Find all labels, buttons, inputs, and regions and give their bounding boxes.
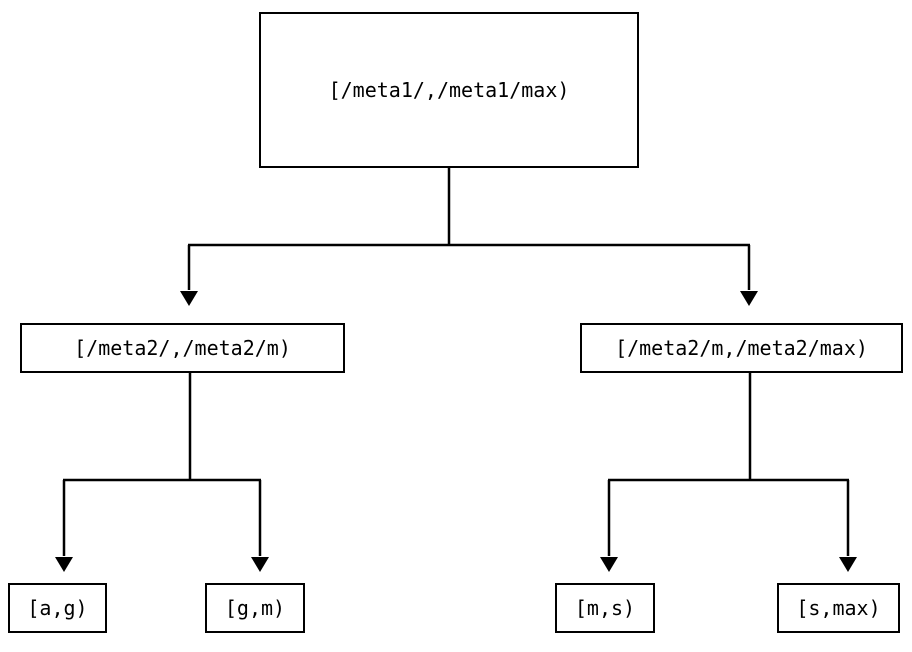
- tree-node-label: [/meta1/,/meta1/max): [328, 78, 570, 102]
- tree-node-label: [/meta2/m,/meta2/max): [615, 336, 868, 360]
- arrowhead-icon: [55, 557, 73, 572]
- tree-leaf-a-g[interactable]: [a,g): [8, 583, 107, 633]
- tree-node-level2-left[interactable]: [/meta2/,/meta2/m): [20, 323, 345, 373]
- tree-node-label: [/meta2/,/meta2/m): [74, 336, 291, 360]
- arrowhead-icon: [839, 557, 857, 572]
- tree-node-label: [s,max): [796, 596, 881, 620]
- tree-leaf-s-max[interactable]: [s,max): [777, 583, 900, 633]
- tree-leaf-g-m[interactable]: [g,m): [205, 583, 305, 633]
- arrowhead-icon: [600, 557, 618, 572]
- tree-node-label: [m,s): [574, 596, 636, 620]
- connector-level2-left-to-leaves: [55, 373, 269, 572]
- arrowhead-icon: [740, 291, 758, 306]
- tree-node-label: [g,m): [224, 596, 286, 620]
- tree-leaf-m-s[interactable]: [m,s): [555, 583, 655, 633]
- arrowhead-icon: [251, 557, 269, 572]
- connector-root-to-level2: [180, 168, 758, 306]
- arrowhead-icon: [180, 291, 198, 306]
- connector-level2-right-to-leaves: [600, 373, 857, 572]
- tree-node-root[interactable]: [/meta1/,/meta1/max): [259, 12, 639, 168]
- tree-node-level2-right[interactable]: [/meta2/m,/meta2/max): [580, 323, 903, 373]
- tree-node-label: [a,g): [27, 596, 88, 620]
